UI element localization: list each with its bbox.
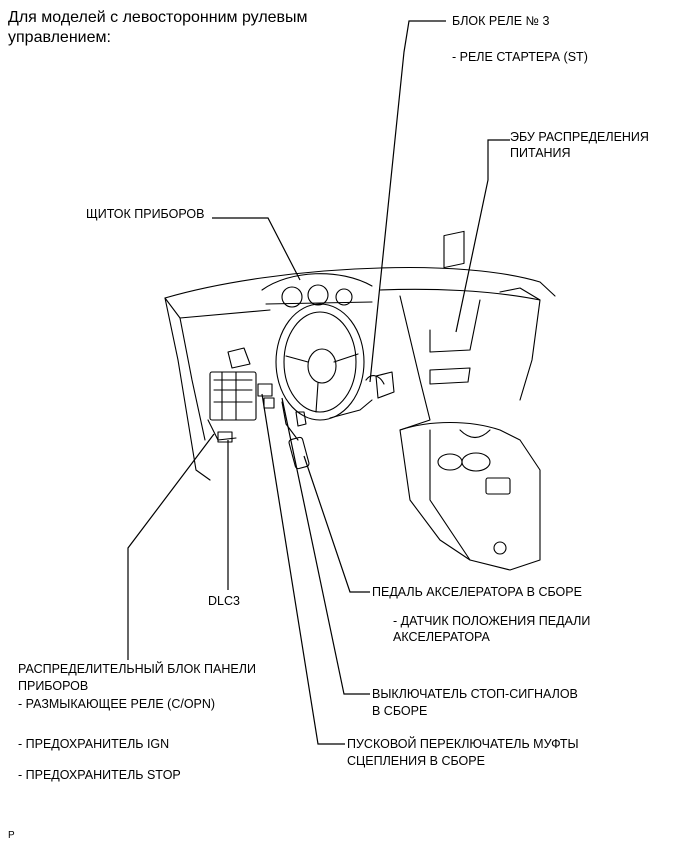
page-title: Для моделей с левосторонним рулевым упра… bbox=[8, 8, 308, 48]
label-junction-block-line-2: ПРИБОРОВ bbox=[18, 679, 89, 693]
label-accel-sensor-line-1: - ДАТЧИК ПОЛОЖЕНИЯ ПЕДАЛИ bbox=[393, 614, 591, 628]
label-accel-pedal: ПЕДАЛЬ АКСЕЛЕРАТОРА В СБОРЕ bbox=[372, 585, 582, 599]
cluster-hood bbox=[261, 273, 373, 291]
power-ecu bbox=[443, 230, 465, 269]
center-console bbox=[399, 422, 541, 571]
label-dlc3: DLC3 bbox=[208, 594, 240, 608]
brake-pedal-arm bbox=[281, 401, 299, 441]
label-junction-block-line-1: РАСПРЕДЕЛИТЕЛЬНЫЙ БЛОК ПАНЕЛИ bbox=[18, 662, 256, 676]
label-stop-switch-line-2: В СБОРЕ bbox=[372, 704, 428, 718]
leader-clutch-switch bbox=[261, 393, 345, 745]
label-clutch-switch-line-1: ПУСКОВОЙ ПЕРЕКЛЮЧАТЕЛЬ МУФТЫ bbox=[347, 737, 579, 751]
label-accel-sensor-line-2: АКСЕЛЕРАТОРА bbox=[393, 630, 490, 644]
title-line-1: Для моделей с левосторонним рулевым bbox=[8, 9, 308, 26]
leader-accel-pedal bbox=[303, 455, 370, 593]
title-line-2: управлением: bbox=[8, 29, 111, 46]
label-power-ecu-line-2: ПИТАНИЯ bbox=[510, 146, 571, 160]
label-copn-relay: - РАЗМЫКАЮЩЕЕ РЕЛЕ (C/OPN) bbox=[18, 697, 216, 711]
leader-relay-block-3 bbox=[369, 20, 446, 383]
figure-code: P bbox=[8, 830, 15, 841]
leader-combination-meter bbox=[212, 217, 301, 281]
dashboard-top bbox=[164, 266, 556, 299]
label-clutch-switch-line-2: СЦЕПЛЕНИЯ В СБОРЕ bbox=[347, 754, 485, 768]
label-stop-fuse: - ПРЕДОХРАНИТЕЛЬ STOP bbox=[18, 768, 181, 782]
leader-power-ecu bbox=[455, 139, 510, 333]
label-starter-relay: - РЕЛЕ СТАРТЕРА (ST) bbox=[452, 50, 588, 64]
left-panel bbox=[164, 297, 211, 481]
leader-junction-block bbox=[127, 433, 215, 660]
label-stop-switch-line-1: ВЫКЛЮЧАТЕЛЬ СТОП-СИГНАЛОВ bbox=[372, 687, 578, 701]
label-combination-meter: ЩИТОК ПРИБОРОВ bbox=[86, 207, 205, 221]
steering-wheel bbox=[275, 303, 365, 421]
junction-block bbox=[209, 371, 257, 421]
label-ign-fuse: - ПРЕДОХРАНИТЕЛЬ IGN bbox=[18, 737, 170, 751]
label-relay-block-3: БЛОК РЕЛЕ № 3 bbox=[452, 14, 550, 28]
label-power-ecu-line-1: ЭБУ РАСПРЕДЕЛЕНИЯ bbox=[510, 130, 649, 144]
leader-stop-switch bbox=[281, 397, 370, 695]
